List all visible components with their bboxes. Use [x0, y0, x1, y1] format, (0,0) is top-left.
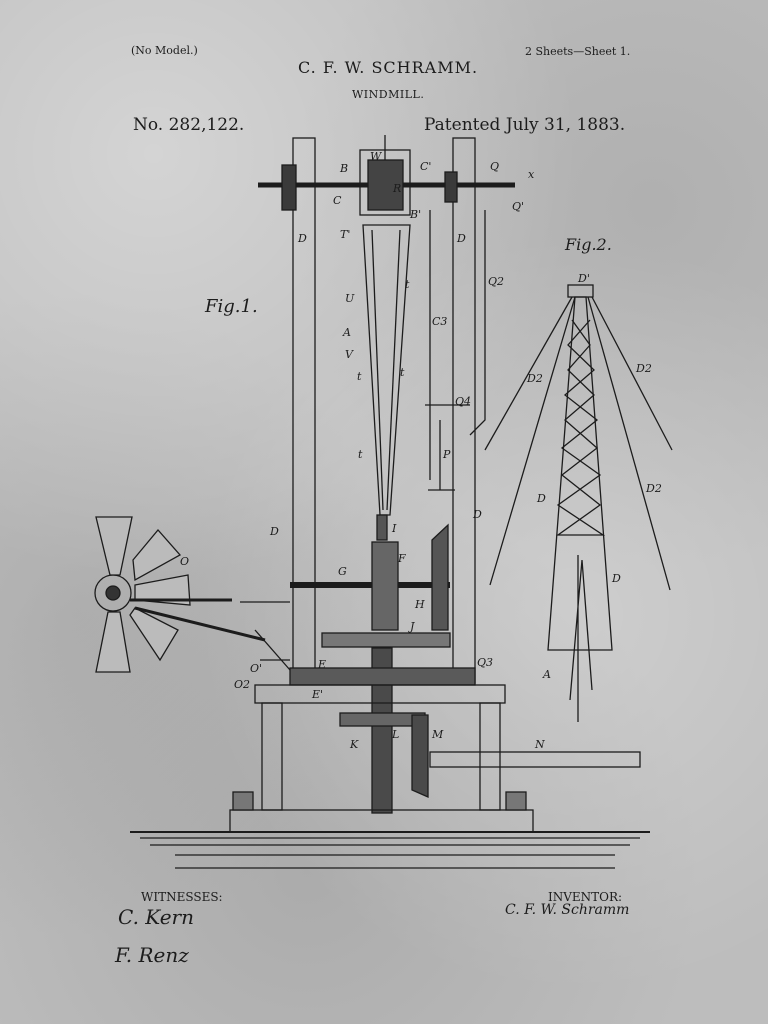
label: R: [392, 182, 401, 195]
label: D: [536, 492, 546, 505]
label: I: [391, 522, 397, 535]
inventor-name: C. F. W. SCHRAMM.: [298, 58, 479, 77]
label: C: [333, 194, 342, 207]
patent-number: No. 282,122.: [133, 115, 245, 135]
label: N: [534, 738, 545, 751]
fig1-caption: Fig.1.: [204, 296, 258, 317]
no-model-note: (No Model.): [131, 44, 198, 57]
label: J: [408, 620, 415, 633]
fig2-caption: Fig.2.: [564, 235, 612, 254]
label: D2: [635, 362, 652, 375]
label: E: [317, 658, 326, 671]
label: M: [431, 728, 444, 741]
label: Q2: [488, 275, 504, 288]
label: V: [345, 348, 354, 361]
inventor-label: INVENTOR:: [548, 890, 623, 904]
label: T': [340, 228, 350, 241]
label: t: [358, 448, 363, 461]
label: E': [311, 688, 323, 701]
witness-signature-2: F. Renz: [115, 943, 189, 967]
label: O2: [234, 678, 250, 691]
label: A: [342, 326, 351, 339]
label: D: [269, 525, 279, 538]
label: D: [472, 508, 482, 521]
witness-signature-1: C. Kern: [118, 905, 194, 929]
label: x: [528, 168, 535, 181]
label: W: [370, 150, 383, 163]
label: Q4: [455, 395, 471, 408]
patent-title: WINDMILL.: [352, 88, 425, 101]
label: B': [409, 208, 421, 221]
witnesses-label: WITNESSES:: [141, 890, 223, 904]
label: D: [297, 232, 307, 245]
sheet-count: 2 Sheets—Sheet 1.: [525, 45, 631, 58]
fig2-tower: [484, 284, 673, 722]
label: L: [391, 728, 399, 741]
wind-wheel: [94, 516, 291, 673]
label: O: [180, 555, 189, 568]
label: C3: [432, 315, 447, 328]
label: t: [357, 370, 362, 383]
label: F: [397, 552, 406, 565]
label: P: [442, 448, 451, 461]
label: Q: [490, 160, 499, 173]
label: K: [349, 738, 359, 751]
label: t: [400, 366, 405, 379]
label: G: [338, 565, 347, 578]
label: D: [611, 572, 621, 585]
label: O': [250, 662, 262, 675]
label: D2: [526, 372, 543, 385]
label: U: [345, 292, 355, 305]
label: t: [405, 278, 410, 291]
label: Q': [512, 200, 524, 213]
reference-labels: B W C' Q x C R B' Q' T' D D Q2 t U C3 A …: [180, 150, 662, 751]
label: B: [339, 162, 348, 175]
label: D: [456, 232, 466, 245]
label: C': [420, 160, 431, 173]
label: Q3: [477, 656, 493, 669]
label: A: [542, 668, 551, 681]
label: D2: [645, 482, 662, 495]
patent-date: Patented July 31, 1883.: [424, 115, 626, 135]
label: D': [577, 272, 590, 285]
label: H: [414, 598, 425, 611]
gearing: [130, 523, 650, 869]
inventor-signature: C. F. W. Schramm: [505, 902, 630, 918]
